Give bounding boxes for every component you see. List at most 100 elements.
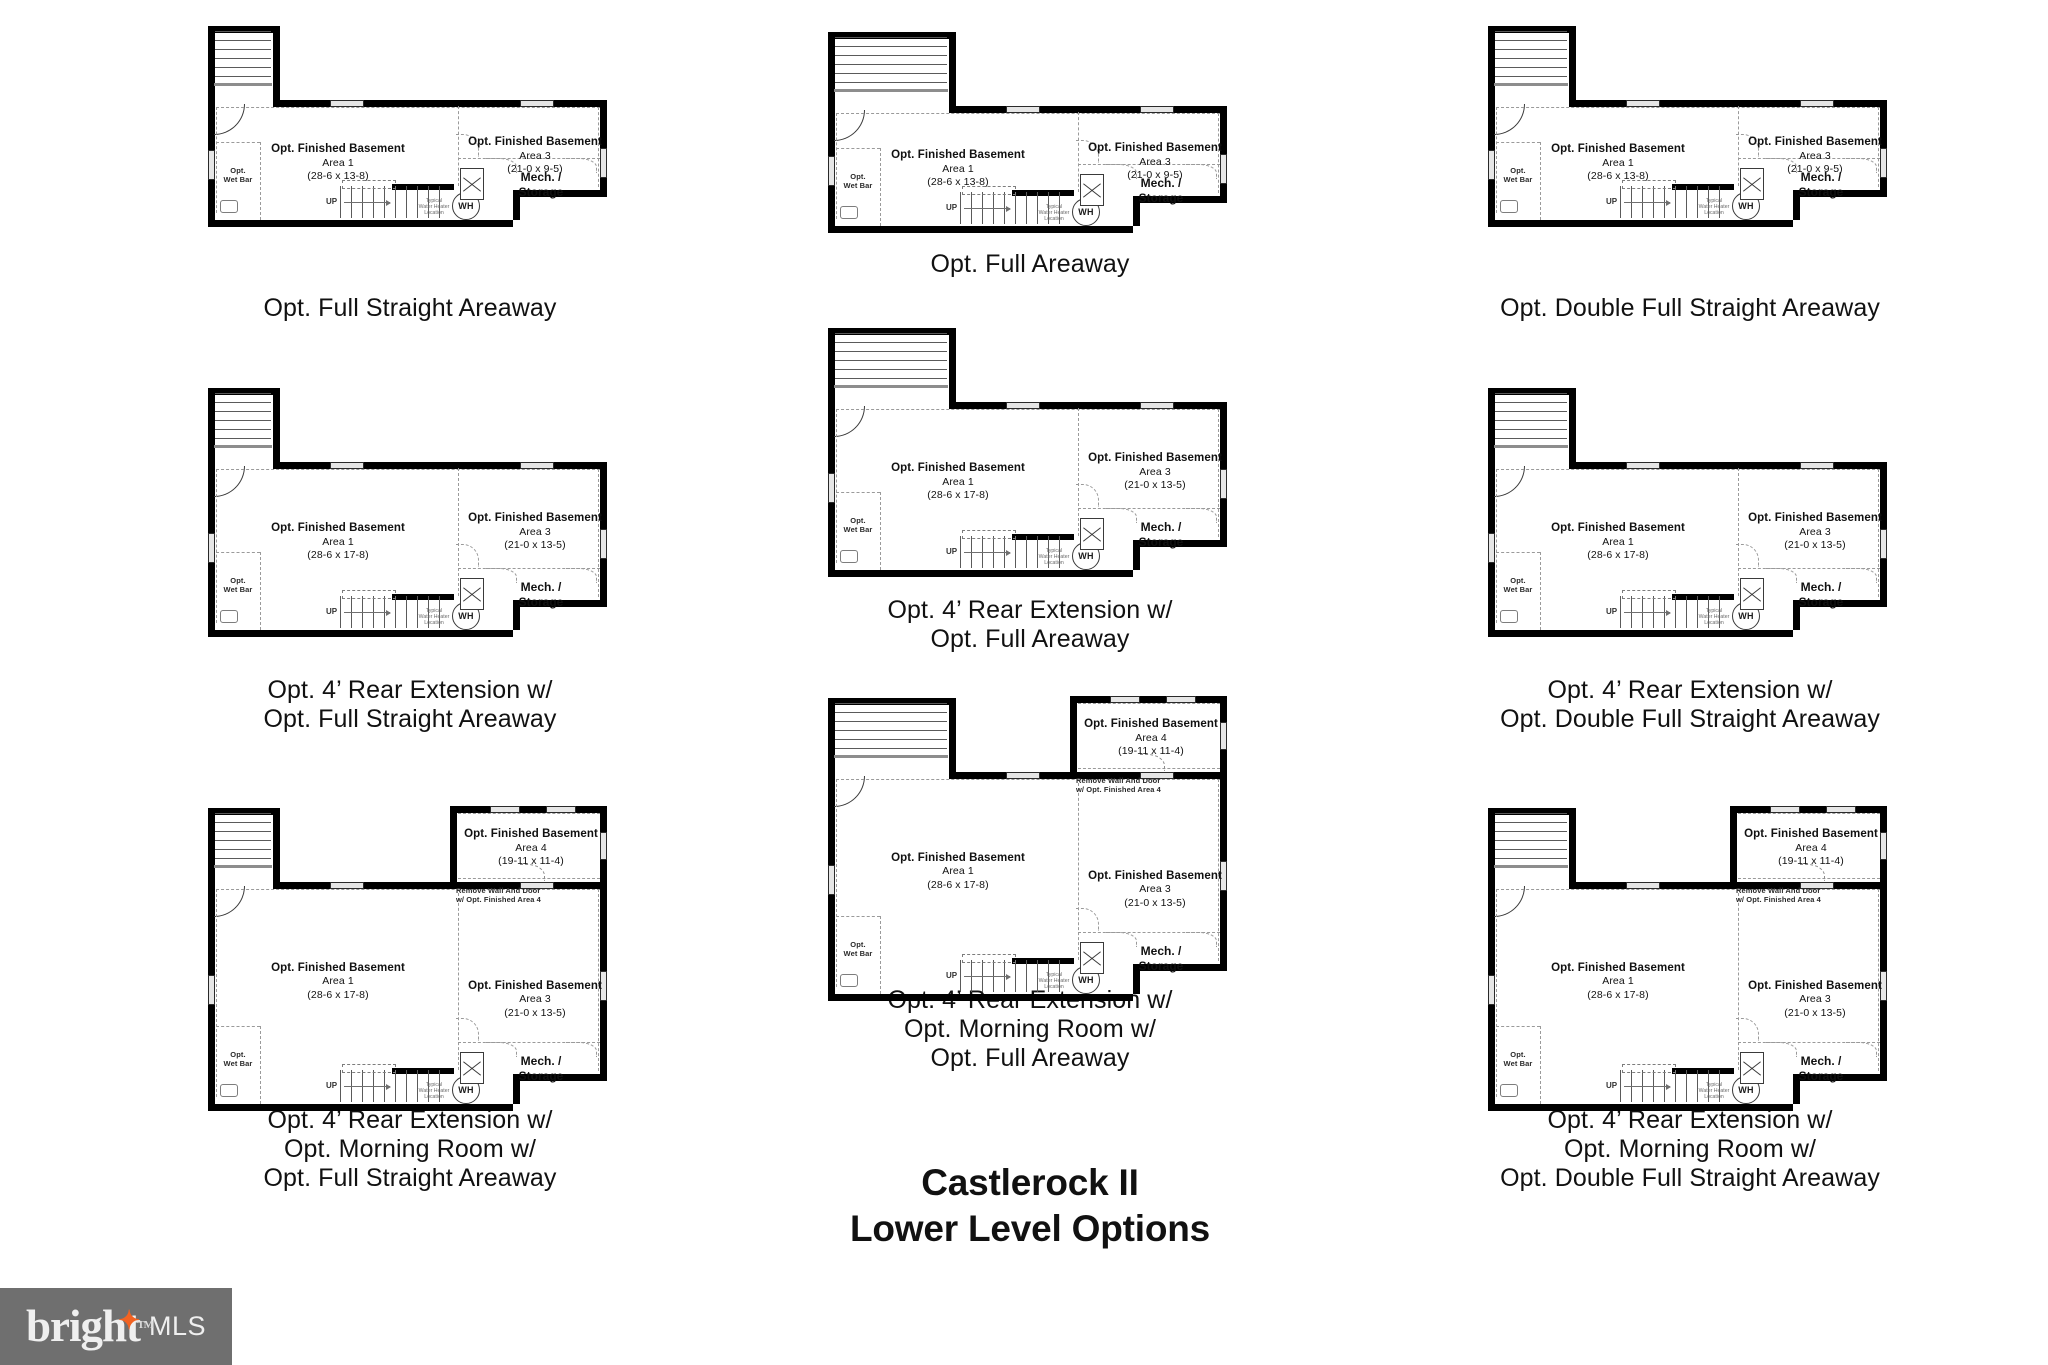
room-label-area1-area: Area 1 — [942, 475, 974, 488]
room-label-area3-dims: (21-0 x 9-5) — [1787, 163, 1843, 175]
water-heater-note: Typical Water Heater Location — [1038, 972, 1070, 990]
room-label-mech-storage: Mech. / Storage — [518, 1054, 564, 1083]
morning-room-window-3 — [1880, 832, 1887, 860]
stair-up-label: UP — [326, 1081, 338, 1090]
exterior-wall-bottom — [828, 570, 1133, 577]
room-label-area1-dims: (28-6 x 17-8) — [927, 489, 989, 502]
partition-area1-area3 — [1078, 778, 1079, 960]
room-label-mech-storage: Mech. / Storage — [1138, 520, 1184, 549]
exterior-wall-bottom — [208, 220, 513, 227]
partition-area1-area3 — [1738, 468, 1739, 596]
exterior-wall-top — [949, 106, 1227, 113]
exterior-wall-top — [273, 100, 607, 107]
areaway-top-wall — [1488, 26, 1576, 33]
wet-bar-sink-icon — [840, 206, 858, 219]
room-label-area3-area: Area 3 — [1799, 993, 1831, 1006]
furring-right — [598, 107, 599, 187]
furring-left — [836, 409, 837, 563]
window-left — [1488, 975, 1495, 1006]
exterior-wall-bottom — [1488, 1104, 1793, 1111]
window-right — [1880, 529, 1887, 560]
wet-bar-outline-v — [260, 552, 261, 630]
exterior-wall-bottom-step — [1793, 1074, 1887, 1081]
window-left — [1488, 532, 1495, 563]
entry-door-swing — [834, 776, 865, 807]
areaway-stair-treads — [215, 31, 271, 83]
room-label-area4-area: Area 4 — [1795, 841, 1827, 854]
room-label-mech-storage: Mech. / Storage — [518, 170, 564, 199]
window-top-right — [1800, 100, 1834, 107]
stair-direction-arrow — [1624, 199, 1671, 207]
window-right — [1220, 469, 1227, 500]
entry-door-swing — [834, 406, 865, 437]
room-label-area3-title: Opt. Finished Basement — [1088, 869, 1222, 882]
exterior-wall-bottom-step — [1133, 964, 1227, 971]
exterior-wall-bottom — [208, 630, 513, 637]
areaway-left-wall — [208, 808, 215, 882]
areaway-right-wall — [273, 26, 280, 100]
window-right — [600, 148, 607, 178]
room-label-area3-area: Area 3 — [1139, 465, 1171, 478]
stair-up-label: UP — [326, 607, 338, 616]
window-top-right — [1140, 402, 1174, 409]
room-label-area1-dims: (28-6 x 17-8) — [927, 878, 989, 891]
morning-room-arched-opening — [1140, 754, 1165, 771]
wet-bar-outline-v — [260, 1026, 261, 1104]
morning-room-wall-top — [1070, 696, 1227, 703]
areaway-left-wall — [208, 26, 215, 100]
wet-bar-label: Opt. Wet Bar — [843, 172, 873, 190]
areaway-right-wall — [949, 698, 956, 772]
wet-bar-label: Opt. Wet Bar — [223, 576, 253, 594]
stair-up-label: UP — [946, 971, 958, 980]
room-label-area3-title: Opt. Finished Basement — [1748, 979, 1882, 992]
arched-opening-1 — [486, 1042, 517, 1057]
arched-opening-2 — [1186, 508, 1217, 523]
stair-landing — [1622, 1064, 1676, 1073]
areaway-handrail — [834, 385, 948, 388]
brand-wordmark: bright ✦ TM — [26, 1304, 154, 1349]
exterior-wall-notch — [1133, 196, 1140, 226]
room-label-area3-area: Area 3 — [1799, 149, 1831, 162]
room-label-area1-title: Opt. Finished Basement — [1551, 143, 1685, 156]
exterior-wall-notch — [513, 190, 520, 220]
window-top-right — [1800, 882, 1834, 889]
exterior-wall-top — [1569, 882, 1887, 889]
exterior-wall-top — [1569, 462, 1887, 469]
exterior-wall-bottom — [828, 226, 1133, 233]
exterior-wall-notch — [513, 1074, 520, 1104]
stair-direction-arrow — [344, 1083, 391, 1091]
room-label-area1-title: Opt. Finished Basement — [891, 149, 1025, 162]
room-label-area1-title: Opt. Finished Basement — [1551, 961, 1685, 974]
areaway-left-wall — [208, 388, 215, 462]
areaway-left-wall — [1488, 388, 1495, 462]
stair-direction-arrow — [1624, 609, 1671, 617]
room-label-area3-title: Opt. Finished Basement — [1748, 136, 1882, 148]
room-label-area3-area: Area 3 — [519, 149, 551, 162]
plan-caption: Opt. 4’ Rear Extension w/ Opt. Full Area… — [887, 596, 1173, 653]
water-heater-note: Typical Water Heater Location — [418, 1082, 450, 1100]
room-label-area3-dims: (21-0 x 13-5) — [504, 1006, 566, 1019]
room-label-area1-dims: (28-6 x 17-8) — [307, 988, 369, 1001]
areaway-right-wall — [949, 328, 956, 402]
room-label-area3-title: Opt. Finished Basement — [468, 512, 602, 525]
areaway-stair-treads-second — [1495, 813, 1567, 865]
areaway-handrail — [1494, 445, 1568, 448]
furnace-icon — [1080, 942, 1104, 974]
arched-opening-2 — [1846, 568, 1877, 583]
